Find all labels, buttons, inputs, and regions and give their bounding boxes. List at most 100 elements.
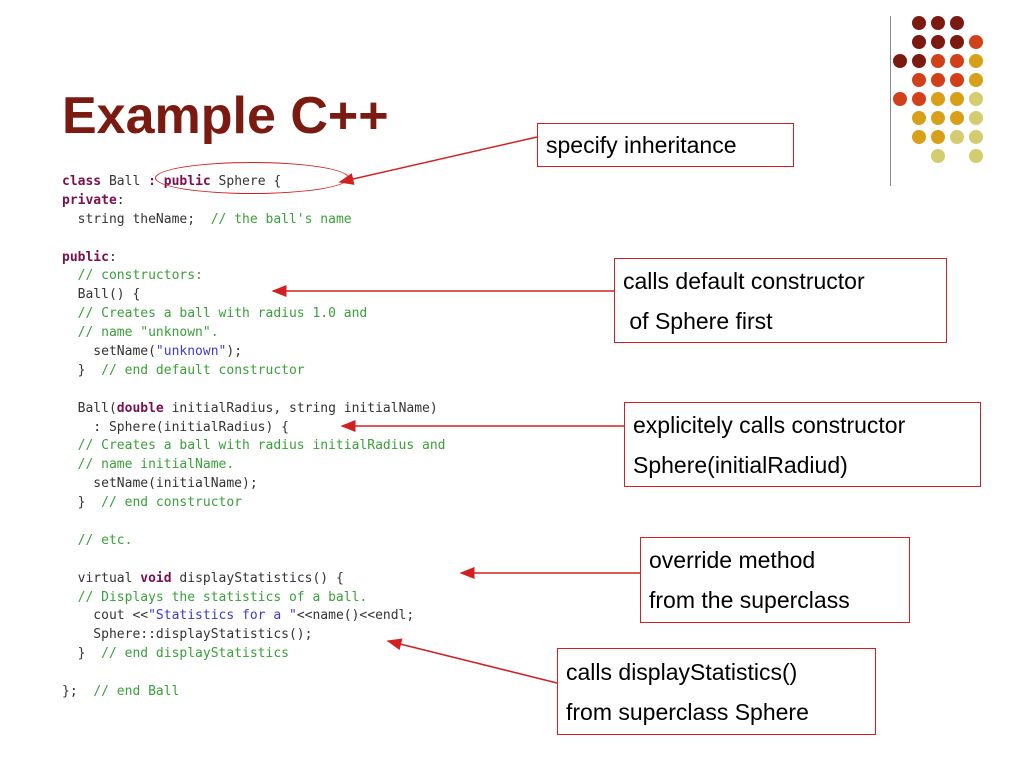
decorative-dot (931, 35, 945, 49)
code-token: string theName; (62, 211, 211, 227)
code-token: } (62, 646, 102, 662)
decorative-dot (931, 16, 945, 30)
decorative-dot (950, 92, 964, 106)
code-token: // Creates a ball with radius 1.0 and (77, 306, 368, 322)
code-token: // constructors: (77, 268, 203, 284)
code-token: : Sphere(initialRadius) { (62, 419, 289, 435)
callout-display-statistics: calls displayStatistics() from superclas… (557, 648, 876, 735)
code-token: } (62, 362, 102, 378)
decorative-dot (969, 73, 983, 87)
decorative-dot (950, 54, 964, 68)
code-block: class Ball : public Sphere {private: str… (62, 173, 446, 702)
code-token: // name initialName. (77, 457, 235, 473)
decorative-dot (912, 54, 926, 68)
callout-line: calls default constructor (623, 268, 865, 294)
decorative-dot (931, 111, 945, 125)
decorative-dot (912, 35, 926, 49)
code-line: // name "unknown". (62, 324, 446, 343)
callout-line: calls displayStatistics() (566, 659, 798, 685)
callout-line: specify inheritance (546, 132, 737, 158)
code-line: private: (62, 192, 446, 211)
code-token: Ball() { (62, 287, 141, 303)
code-token: }; (62, 684, 94, 700)
code-line: // Creates a ball with radius initialRad… (62, 437, 446, 456)
code-token: Sphere::displayStatistics(); (62, 627, 313, 643)
code-token: // Displays the statistics of a ball. (77, 589, 368, 605)
code-token: Ball( (62, 400, 117, 416)
callout-specify-inheritance: specify inheritance (537, 123, 794, 167)
decorative-dot (912, 16, 926, 30)
callout-line: explicitely calls constructor (633, 412, 906, 438)
code-token: setName(initialName); (62, 476, 258, 492)
code-line: cout <<"Statistics for a "<<name()<<endl… (62, 607, 446, 626)
decorative-dot (912, 111, 926, 125)
decorative-dot (950, 73, 964, 87)
code-token: // etc. (77, 532, 133, 548)
slide-title: Example C++ (62, 87, 389, 145)
code-token: // end displayStatistics (101, 646, 289, 662)
code-token: public (62, 249, 109, 265)
decorative-dot (969, 92, 983, 106)
arrow-inheritance (338, 136, 538, 185)
code-token: cout << (62, 608, 149, 624)
code-line: setName("unknown"); (62, 343, 446, 362)
divider-line (890, 16, 891, 186)
decorative-dot (931, 92, 945, 106)
callout-default-constructor: calls default constructor of Sphere firs… (614, 258, 947, 343)
code-token: // end Ball (93, 684, 180, 700)
code-token: // end default constructor (101, 362, 305, 378)
code-token: void (140, 570, 172, 586)
code-line: // name initialName. (62, 456, 446, 475)
code-token: double (116, 400, 164, 416)
decorative-dot (931, 130, 945, 144)
code-token: setName( (62, 344, 156, 360)
code-line: public: (62, 249, 446, 268)
code-token: class (62, 174, 102, 189)
code-line: string theName; // the ball's name (62, 211, 446, 230)
decorative-dot (931, 149, 945, 163)
code-token: : (116, 192, 125, 208)
code-line: // Creates a ball with radius 1.0 and (62, 305, 446, 324)
code-line: } // end constructor (62, 494, 446, 513)
callout-line: Sphere(initialRadiud) (633, 452, 848, 478)
code-token: // name "unknown". (77, 325, 219, 341)
decorative-dot (893, 92, 907, 106)
decorative-dot (969, 54, 983, 68)
code-token: } (62, 495, 102, 511)
code-line: setName(initialName); (62, 475, 446, 494)
code-token: initialRadius, string initialName) (163, 400, 438, 416)
code-token: virtual (62, 570, 141, 586)
code-token: // Creates a ball with radius initialRad… (77, 438, 446, 454)
code-line: Ball() { (62, 286, 446, 305)
code-line: // etc. (62, 532, 446, 551)
decorative-dot (950, 16, 964, 30)
code-line: // Displays the statistics of a ball. (62, 589, 446, 608)
code-line: }; // end Ball (62, 683, 446, 702)
code-token: Ball (101, 174, 149, 189)
code-line: virtual void displayStatistics() { (62, 570, 446, 589)
decorative-dot (969, 35, 983, 49)
decorative-dot (912, 92, 926, 106)
callout-line: of Sphere first (623, 308, 773, 334)
code-token: // end constructor (101, 495, 243, 511)
callout-explicit-constructor: explicitely calls constructor Sphere(ini… (624, 402, 981, 487)
arrow-display-stats (386, 638, 558, 684)
decorative-dot (969, 111, 983, 125)
code-line: : Sphere(initialRadius) { (62, 419, 446, 438)
callout-line: override method (649, 547, 816, 573)
decorative-dot (912, 73, 926, 87)
code-token: displayStatistics() { (171, 570, 344, 586)
decorative-dot (950, 130, 964, 144)
code-token: "Statistics for a " (148, 608, 297, 624)
decorative-dot (931, 54, 945, 68)
decorative-dot (969, 149, 983, 163)
decorative-dot (893, 54, 907, 68)
code-token: // the ball's name (210, 211, 352, 227)
callout-line: from superclass Sphere (566, 699, 809, 725)
code-token: <<name()<<endl; (296, 608, 415, 624)
decorative-dot (969, 130, 983, 144)
code-line: // constructors: (62, 267, 446, 286)
code-line: Ball(double initialRadius, string initia… (62, 400, 446, 419)
